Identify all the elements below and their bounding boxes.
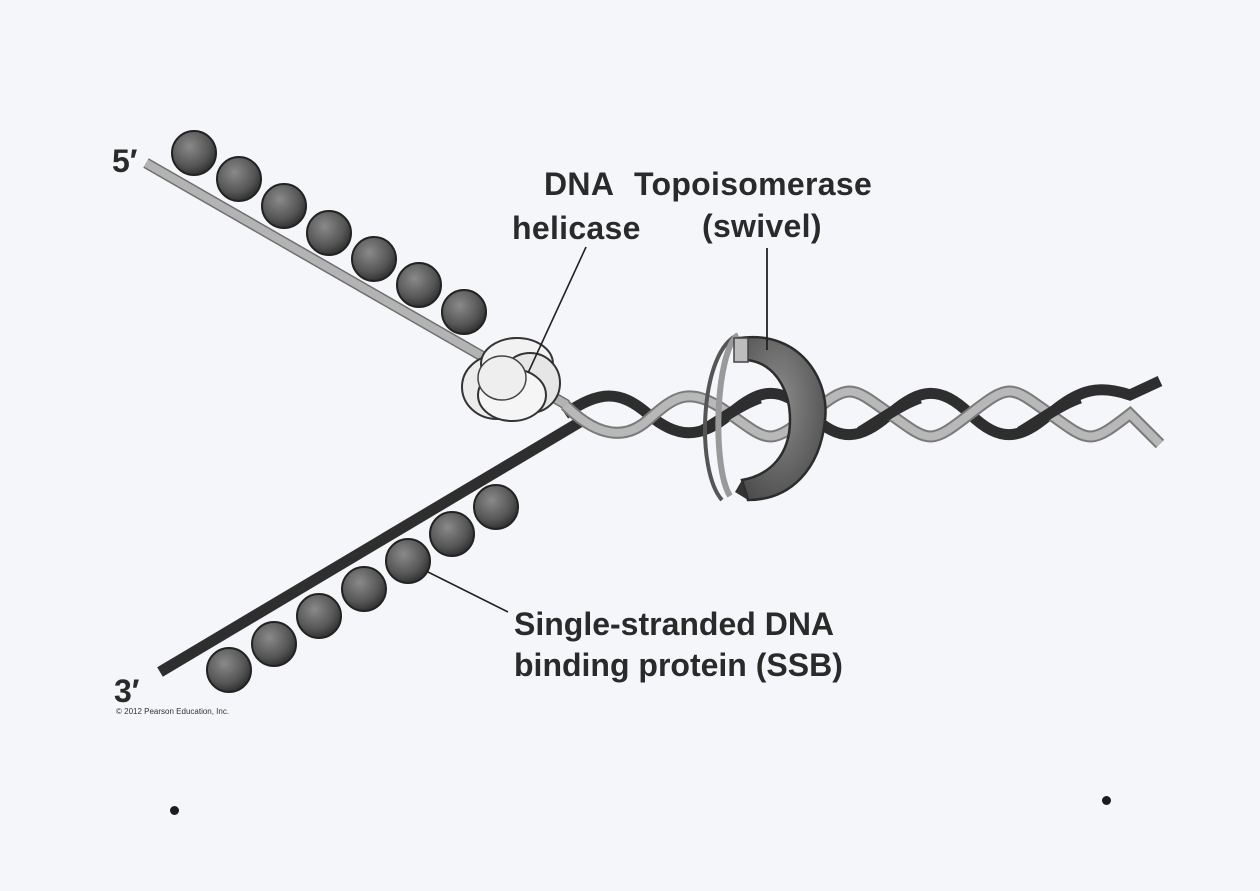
ssb-protein bbox=[171, 130, 217, 176]
dna-helicase-label-line2: helicase bbox=[512, 210, 641, 246]
topoisomerase-enzyme bbox=[703, 332, 827, 502]
topoisomerase-body bbox=[738, 335, 827, 502]
five-prime-label: 5′ bbox=[112, 143, 138, 179]
ssb-protein bbox=[385, 538, 431, 584]
ssb-protein bbox=[261, 183, 307, 229]
dna-helicase-enzyme bbox=[461, 337, 561, 422]
double-helix bbox=[560, 376, 1165, 449]
topoisomerase-back-ring bbox=[703, 333, 739, 502]
ssb-upper-group bbox=[171, 130, 487, 335]
ssb-protein bbox=[473, 484, 519, 530]
ssb-protein bbox=[351, 236, 397, 282]
punch-hole-right bbox=[1102, 796, 1111, 805]
three-prime-label: 3′ bbox=[114, 673, 140, 709]
ssb-protein bbox=[251, 621, 297, 667]
ssb-label-line2: binding protein (SSB) bbox=[514, 647, 843, 683]
helicase-leader-line bbox=[527, 246, 587, 374]
ssb-protein bbox=[296, 593, 342, 639]
ssb-leader-line bbox=[427, 571, 509, 613]
ssb-protein bbox=[216, 156, 262, 202]
lower-single-strand bbox=[157, 417, 583, 677]
copyright-credit: © 2012 Pearson Education, Inc. bbox=[116, 707, 230, 716]
ssb-protein bbox=[429, 511, 475, 557]
punch-hole-left bbox=[170, 806, 179, 815]
ssb-protein bbox=[341, 566, 387, 612]
topoisomerase-label-line1: Topoisomerase bbox=[634, 166, 873, 202]
ssb-protein bbox=[396, 262, 442, 308]
ssb-protein bbox=[206, 647, 252, 693]
ssb-protein bbox=[306, 210, 352, 256]
ssb-label-line1: Single-stranded DNA bbox=[514, 606, 835, 642]
dna-helicase-label-line1: DNA bbox=[544, 166, 615, 202]
topoisomerase-label-line2: (swivel) bbox=[702, 208, 822, 244]
ssb-lower-group bbox=[206, 484, 519, 693]
ssb-protein bbox=[441, 289, 487, 335]
